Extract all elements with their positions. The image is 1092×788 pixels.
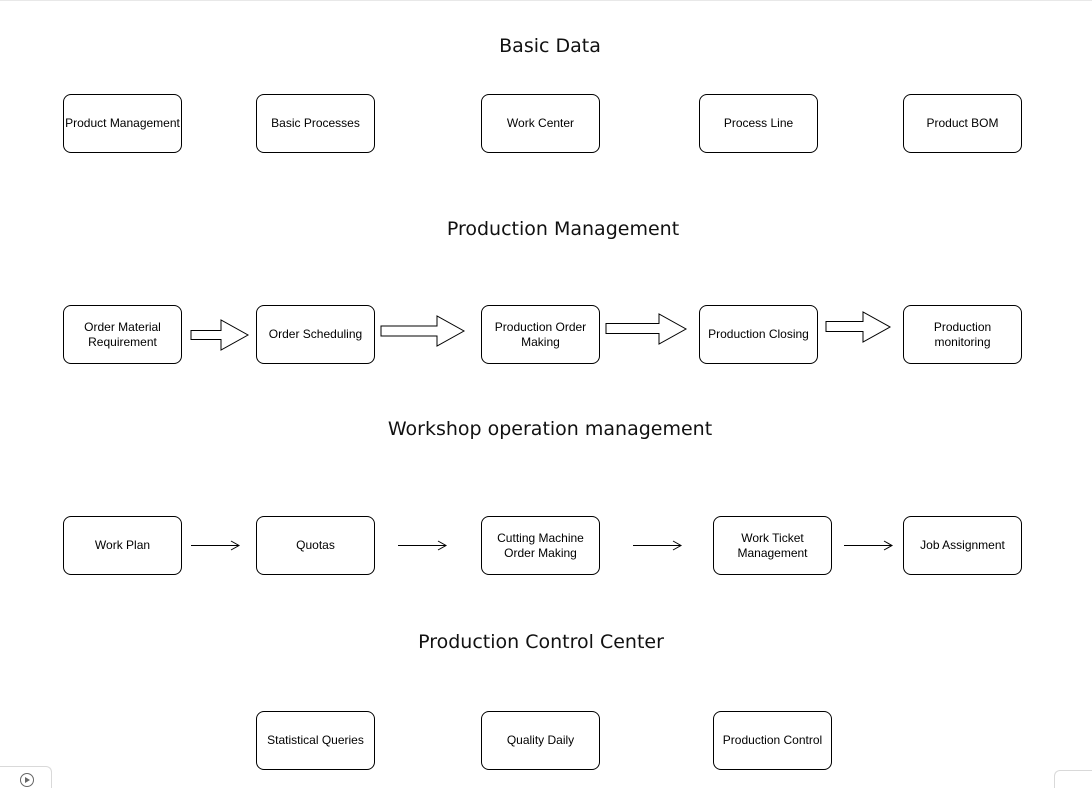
node-product-bom[interactable]: Product BOM	[903, 94, 1022, 153]
node-production-control[interactable]: Production Control	[713, 711, 832, 770]
section-title-workshop-operation: Workshop operation management	[387, 418, 713, 440]
node-work-plan[interactable]: Work Plan	[63, 516, 182, 575]
node-basic-processes[interactable]: Basic Processes	[256, 94, 375, 153]
top-border	[0, 0, 1092, 1]
node-work-center[interactable]: Work Center	[481, 94, 600, 153]
node-production-closing[interactable]: Production Closing	[699, 305, 818, 364]
play-circle-icon[interactable]	[20, 773, 34, 787]
block-arrow-3	[605, 313, 688, 345]
line-arrow-4	[844, 540, 894, 551]
node-process-line[interactable]: Process Line	[699, 94, 818, 153]
node-quality-daily[interactable]: Quality Daily	[481, 711, 600, 770]
node-order-material-requirement[interactable]: Order Material Requirement	[63, 305, 182, 364]
line-arrow-3	[633, 540, 683, 551]
line-arrow-1	[191, 540, 241, 551]
node-job-assignment[interactable]: Job Assignment	[903, 516, 1022, 575]
corner-control[interactable]	[1054, 770, 1092, 788]
line-arrow-2	[398, 540, 448, 551]
node-production-monitoring[interactable]: Production monitoring	[903, 305, 1022, 364]
presentation-control[interactable]	[0, 766, 52, 788]
node-quotas[interactable]: Quotas	[256, 516, 375, 575]
block-arrow-2	[380, 315, 466, 347]
block-arrow-1	[190, 319, 250, 351]
node-statistical-queries[interactable]: Statistical Queries	[256, 711, 375, 770]
section-title-production-management: Production Management	[446, 218, 680, 240]
section-title-basic-data: Basic Data	[499, 35, 601, 57]
block-arrow-4	[825, 311, 892, 343]
node-work-ticket-management[interactable]: Work Ticket Management	[713, 516, 832, 575]
node-production-order-making[interactable]: Production Order Making	[481, 305, 600, 364]
section-title-production-control-center: Production Control Center	[418, 631, 664, 653]
node-cutting-machine-order-making[interactable]: Cutting Machine Order Making	[481, 516, 600, 575]
node-order-scheduling[interactable]: Order Scheduling	[256, 305, 375, 364]
node-product-management[interactable]: Product Management	[63, 94, 182, 153]
